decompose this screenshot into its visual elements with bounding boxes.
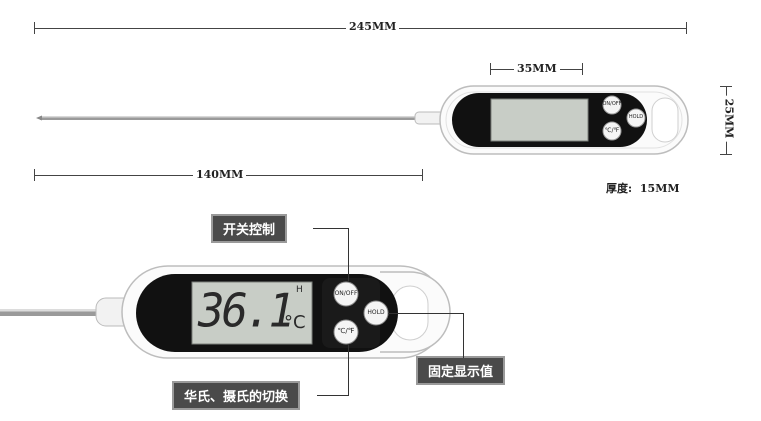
callout-power: 开关控制 xyxy=(211,214,288,243)
dim-body-label: 35MM xyxy=(514,62,560,75)
leader-unit-v xyxy=(348,344,349,396)
on-off-label: ON/OFF xyxy=(334,290,358,297)
hold-label-top: HOLD xyxy=(628,114,644,120)
hold-label: HOLD xyxy=(367,309,385,316)
unit-button-top xyxy=(602,121,622,141)
thickness-label: 厚度: xyxy=(606,182,633,195)
on-off-label-top: ON/OFF xyxy=(602,101,622,107)
unit-label: ℃/℉ xyxy=(337,327,355,335)
lcd-reading: 36.1 xyxy=(198,284,295,339)
lcd-bottom xyxy=(191,281,313,345)
lcd-top xyxy=(490,98,589,142)
dim-total-label: 245MM xyxy=(346,20,400,33)
leader-hold-v xyxy=(463,313,464,358)
thickness-text: 厚度: 15MM xyxy=(606,180,680,196)
lcd-hold-indicator: H xyxy=(296,285,303,295)
dim-total-tick-right xyxy=(686,22,687,34)
callout-hold: 固定显示值 xyxy=(416,356,506,385)
probe-top xyxy=(40,116,450,120)
lcd-unit: °C xyxy=(284,312,306,333)
leader-power-v xyxy=(348,228,349,282)
leader-power-h xyxy=(313,228,349,229)
dim-probe-tick-right xyxy=(422,169,423,181)
leader-unit-h xyxy=(317,395,349,396)
unit-label-top: ℃/℉ xyxy=(604,127,620,134)
hold-button-top xyxy=(626,108,646,128)
dim-probe-label: 140MM xyxy=(193,168,247,181)
dim-height-tick-bottom xyxy=(720,154,732,155)
unit-button xyxy=(333,319,359,345)
thickness-value: 15MM xyxy=(639,182,680,195)
probe-bottom xyxy=(0,309,140,316)
callout-unit-switch: 华氏、摄氏的切换 xyxy=(172,381,301,410)
leader-hold-h xyxy=(388,313,464,314)
on-off-button-top xyxy=(602,95,622,115)
on-off-button xyxy=(333,281,359,307)
dim-body-tick-right xyxy=(582,63,583,75)
